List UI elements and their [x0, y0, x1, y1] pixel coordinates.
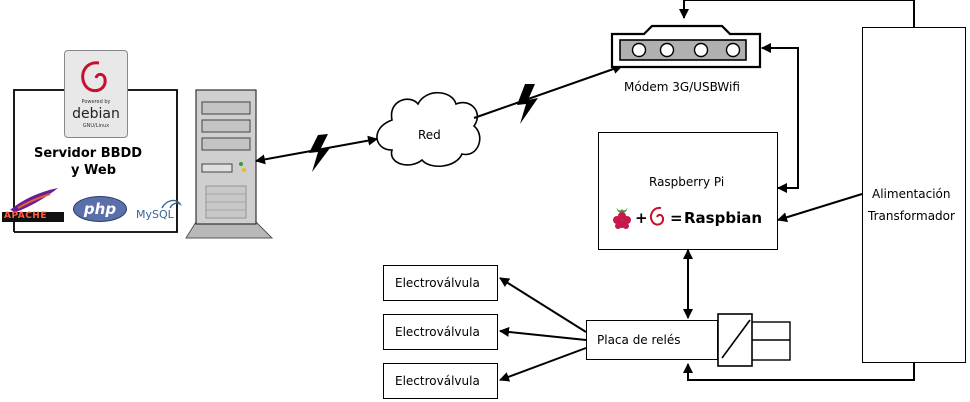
debian-logo: Powered by debian GNU/Linux — [64, 50, 128, 138]
relay-valve3-link — [499, 347, 587, 382]
debian-swirl-icon — [81, 61, 107, 93]
php-logo: php — [73, 196, 127, 222]
modem-raspberry-link — [761, 43, 799, 193]
server-bracket-right — [14, 89, 178, 233]
apache-logo-text: APACHE — [4, 211, 47, 221]
power-raspberry-link — [777, 193, 863, 223]
relay-switch-icon — [690, 313, 791, 367]
apache-logo: APACHE — [2, 186, 64, 222]
valve-label-1: Electroválvula — [395, 276, 480, 290]
valve-box-3: Electroválvula — [383, 363, 498, 399]
network-cloud-icon — [376, 91, 481, 167]
server-bracket-left — [13, 89, 64, 232]
raspberry-plus: + — [635, 209, 648, 227]
power-label-1: Alimentación — [872, 187, 951, 201]
server-title-2: y Web — [71, 163, 116, 178]
mysql-dolphin-icon — [161, 199, 182, 209]
modem-label: Módem 3G/USBWifi — [624, 80, 740, 94]
cloud-modem-link — [473, 64, 623, 119]
valve-label-2: Electroválvula — [395, 325, 480, 339]
relay-valve2-link — [499, 326, 587, 341]
debian-swirl-small-icon — [650, 206, 665, 226]
raspbian-label: Raspbian — [684, 209, 763, 227]
php-logo-text: php — [83, 200, 117, 218]
mysql-logo: MySQL — [136, 196, 182, 224]
network-cloud-label: Red — [418, 128, 441, 142]
relay-board-box: Placa de relés — [586, 320, 718, 360]
modem-icon — [610, 24, 762, 69]
debian-logo-small: Powered by — [81, 99, 111, 105]
valve-box-1: Electroválvula — [383, 265, 498, 301]
raspberry-icon — [613, 207, 631, 229]
debian-logo-tiny: GNU/Linux — [82, 123, 110, 129]
wireless-bolt-icon — [309, 134, 330, 172]
debian-logo-text: debian — [72, 106, 120, 122]
server-title-1: Servidor BBDD — [34, 146, 143, 161]
relay-board-label: Placa de relés — [597, 333, 681, 347]
valve-box-2: Electroválvula — [383, 314, 498, 350]
power-relay-link — [683, 362, 915, 381]
server-tower-icon — [185, 89, 274, 239]
mysql-logo-text: MySQL — [136, 208, 174, 221]
valve-label-3: Electroválvula — [395, 374, 480, 388]
power-supply-box: Alimentación Transformador — [862, 27, 966, 363]
raspberry-pi-title: Raspberry Pi — [649, 175, 725, 189]
raspberry-pi-box: Raspberry Pi + = Raspbian — [598, 132, 778, 250]
power-label-2: Transformador — [868, 209, 955, 223]
wireless-bolt-icon-2 — [517, 84, 538, 124]
power-modem-link — [679, 0, 915, 28]
apache-feather-icon — [2, 188, 64, 222]
relay-valve1-link — [499, 277, 587, 333]
raspberry-equals: = — [670, 209, 683, 227]
